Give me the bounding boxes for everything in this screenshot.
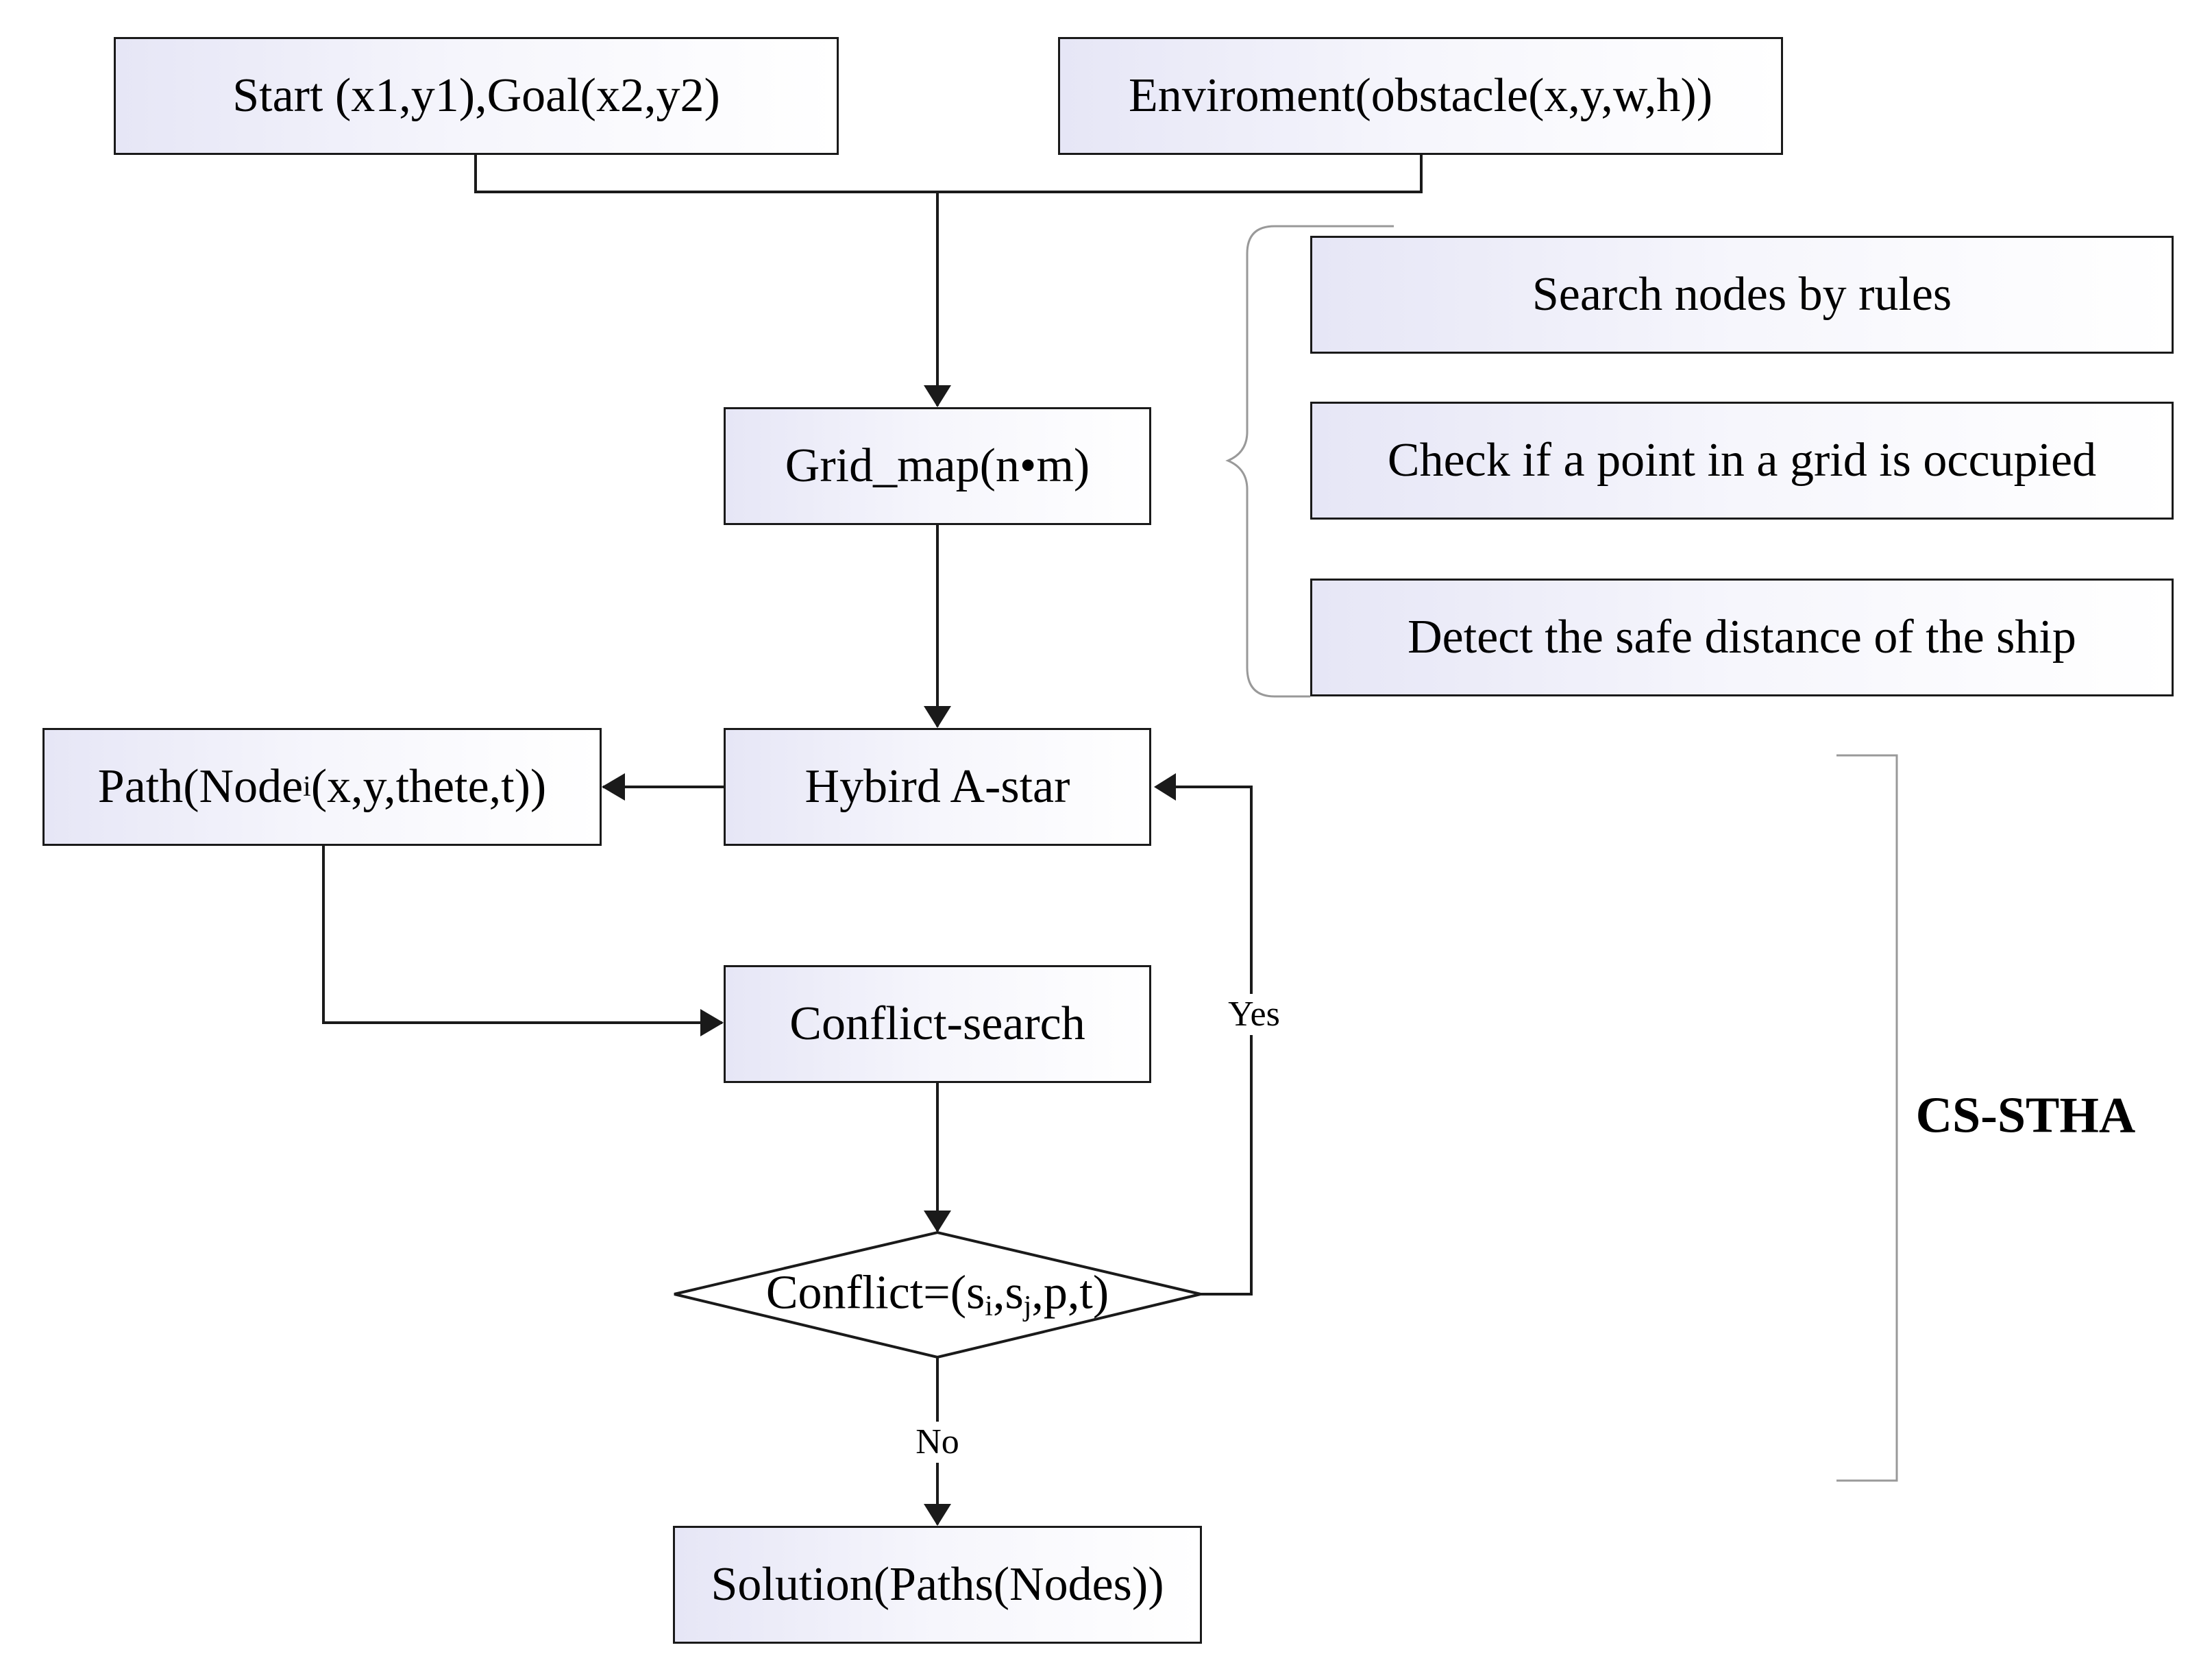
- yes-label: Yes: [1224, 994, 1284, 1035]
- solution-box: Solution(Paths(Nodes)): [673, 1526, 1202, 1644]
- conflict-prefix: Conflict=(s: [765, 1266, 985, 1320]
- cs-stha-label: CS-STHA: [1915, 1087, 2136, 1144]
- conflict-diamond-label: Conflict=(si,sj,p,t): [766, 1265, 1109, 1323]
- conflict-search-box: Conflict-search: [724, 965, 1151, 1083]
- arrowhead-diamond: [924, 1211, 951, 1232]
- side-steps-brace: [1225, 225, 1394, 698]
- side-step-safe-distance: Detect the safe distance of the ship: [1310, 579, 2174, 696]
- path-prefix: Path(Node: [97, 760, 304, 813]
- arrow-yes-loop: [1157, 786, 1253, 1296]
- start-goal-box: Start (x1,y1),Goal(x2,y2): [114, 37, 839, 155]
- arrowhead-path: [602, 773, 625, 801]
- side-step-search-nodes: Search nodes by rules: [1310, 236, 2174, 354]
- environment-box: Enviroment(obstacle(x,y,w,h)): [1058, 37, 1783, 155]
- path-suffix: (x,y,thete,t)): [310, 760, 547, 813]
- merge-connector: [474, 154, 1423, 193]
- path-subscript: i: [303, 771, 311, 803]
- conflict-mid: ,s: [992, 1266, 1024, 1320]
- no-label: No: [911, 1422, 963, 1463]
- arrowhead-yes: [1154, 773, 1176, 801]
- cs-stha-bracket: [1836, 754, 1898, 1482]
- conflict-sub-j: j: [1023, 1290, 1032, 1322]
- grid-map-box: Grid_map(n•m): [724, 407, 1151, 525]
- arrowhead-hybrid: [924, 706, 951, 728]
- conflict-suffix: ,p,t): [1031, 1266, 1109, 1320]
- hybrid-astar-box: Hybird A-star: [724, 728, 1151, 846]
- side-step-check-occupied: Check if a point in a grid is occupied: [1310, 402, 2174, 520]
- arrow-path-to-conflict-search: [322, 846, 722, 1024]
- arrowhead-grid: [924, 385, 951, 407]
- arrowhead-conflict-search: [700, 1009, 724, 1036]
- conflict-sub-i: i: [985, 1290, 993, 1322]
- arrowhead-solution: [924, 1504, 951, 1526]
